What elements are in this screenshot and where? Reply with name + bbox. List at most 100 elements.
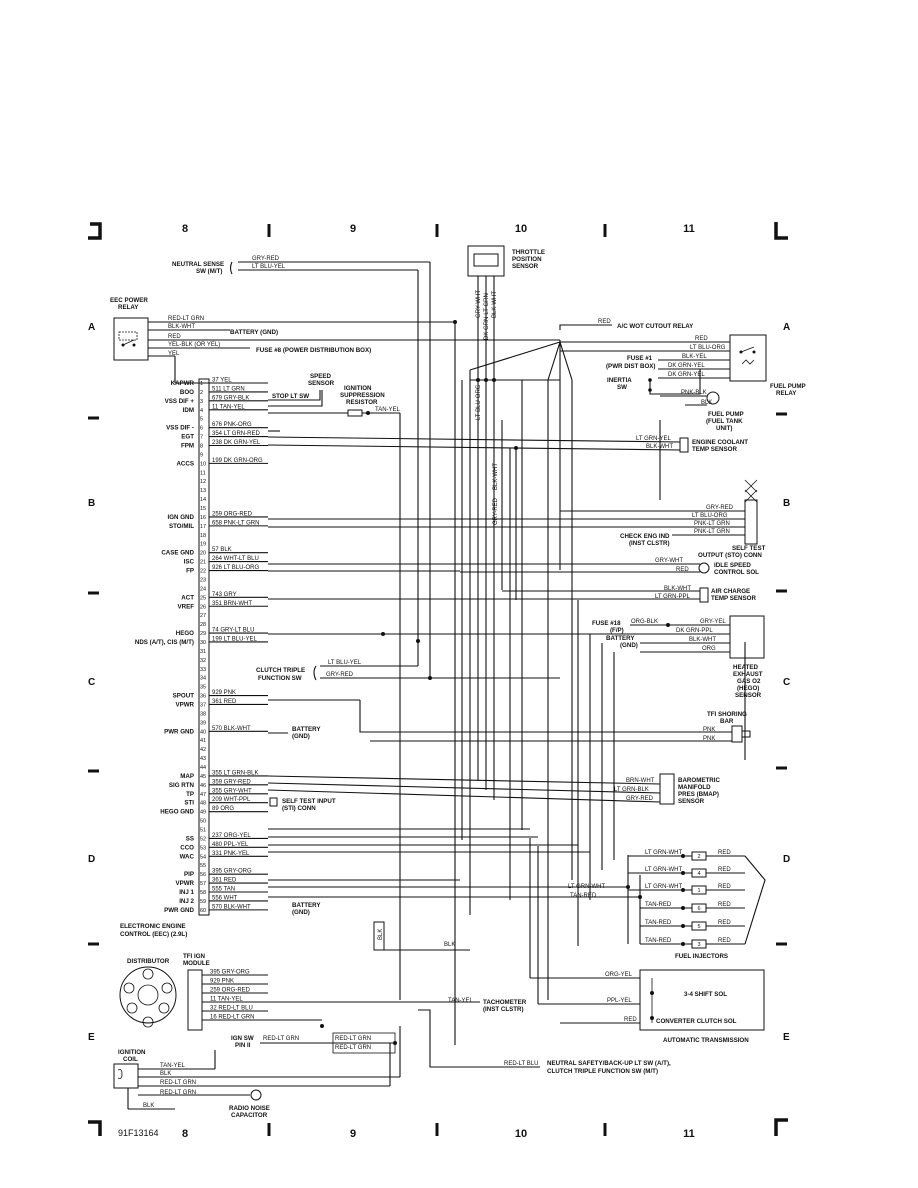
blk-ground-run: BLK BLK xyxy=(373,921,470,951)
distributor-wire-label: 395 GRY-ORG xyxy=(210,970,250,976)
eec-pin-row: 32 xyxy=(200,658,206,664)
svg-text:(PWR DIST BOX): (PWR DIST BOX) xyxy=(606,363,656,370)
eec-pin-number: 57 xyxy=(200,881,206,887)
speed-sensor-group: SPEED SENSOR IGNITION SUPPRESSION RESIST… xyxy=(268,373,401,1000)
eec-pin-row: 38 xyxy=(200,711,206,717)
svg-text:COIL: COIL xyxy=(123,1056,138,1063)
eec-pin-number: 36 xyxy=(200,694,206,700)
eec-pin-signal: VPWR xyxy=(175,701,194,708)
eec-pin-signal: FP xyxy=(186,568,194,575)
row-label: A xyxy=(783,322,790,333)
svg-text:GRY-RED: GRY-RED xyxy=(493,497,499,525)
vertical-wire-lanes xyxy=(268,380,746,946)
svg-text:GAS O2: GAS O2 xyxy=(737,678,761,685)
injector-return-label: RED xyxy=(718,867,731,873)
distributor-wire-label: 16 RED-LT GRN xyxy=(210,1015,254,1021)
svg-text:TFI IGN: TFI IGN xyxy=(183,953,206,960)
injector: LT GRN-WHT 4 RED xyxy=(628,867,745,878)
column-label: 10 xyxy=(515,223,527,235)
eec-pin-number: 3 xyxy=(200,399,203,405)
column-label: 9 xyxy=(350,1128,356,1140)
svg-text:SENSOR: SENSOR xyxy=(678,798,705,805)
injector-number: 6 xyxy=(697,906,700,912)
column-label: 9 xyxy=(350,223,356,235)
eec-pin-number: 8 xyxy=(200,444,203,450)
eec-pin-wire-label: 237 ORG-YEL xyxy=(212,833,251,839)
eec-pin-wire-label: 480 PPL-YEL xyxy=(212,842,249,848)
injector-feed-label: TAN-RED xyxy=(645,902,672,908)
ignition-coil: IGNITION COIL TAN-YEL BLK RED-LT GRN RED… xyxy=(113,1026,401,1119)
row-markers: A A B B C C D D E E xyxy=(88,322,790,1043)
eec-pin-signal: MAP xyxy=(180,773,194,780)
svg-text:BLK: BLK xyxy=(143,1103,154,1109)
svg-text:SELF TEST: SELF TEST xyxy=(732,545,766,552)
eec-pin-row: 41 xyxy=(200,738,206,744)
svg-text:SUPPRESSION: SUPPRESSION xyxy=(340,392,385,399)
eec-pin-number: 2 xyxy=(200,390,203,396)
figure-id: 91F13164 xyxy=(118,1128,159,1138)
eec-pin-signal: ISC xyxy=(184,559,195,566)
eec-pin-number: 21 xyxy=(200,560,206,566)
eec-pin-row: 12 xyxy=(200,479,206,485)
eec-pin-number: 47 xyxy=(200,792,206,798)
eec-pin-number: 28 xyxy=(200,622,206,628)
svg-text:FUEL PUMP: FUEL PUMP xyxy=(770,383,806,390)
svg-text:AUTOMATIC TRANSMISSION: AUTOMATIC TRANSMISSION xyxy=(663,1037,749,1044)
eec-pin-row: 13 xyxy=(200,488,206,494)
eec-pin-row: 50 xyxy=(200,819,206,825)
svg-text:(F/P): (F/P) xyxy=(610,627,624,634)
svg-text:RED-LT GRN: RED-LT GRN xyxy=(263,1036,299,1042)
eec-pin-number: 7 xyxy=(200,435,203,441)
row-label: D xyxy=(88,854,95,865)
svg-text:TFI SHORING: TFI SHORING xyxy=(707,711,747,718)
eec-pin-row: 11 xyxy=(200,470,206,476)
svg-text:PPL-YEL: PPL-YEL xyxy=(607,998,632,1004)
svg-text:SW (M/T): SW (M/T) xyxy=(196,268,222,275)
eec-pin-wire-label: 74 GRY-LT BLU xyxy=(212,628,254,634)
injector-number: 4 xyxy=(697,871,700,877)
hego-sensor: FUSE #18 (F/P) ORG-BLK GRY-YEL DK GRN-PP… xyxy=(268,615,765,699)
eec-pin-signal: IDM xyxy=(183,407,194,414)
distributor-wire-label: 929 PNK xyxy=(210,979,234,985)
svg-text:GRY-RED: GRY-RED xyxy=(626,796,654,802)
svg-text:BATTERY: BATTERY xyxy=(606,635,635,642)
column-label: 8 xyxy=(182,223,188,235)
svg-text:RED-LT GRN: RED-LT GRN xyxy=(335,1045,371,1051)
svg-text:BLK-WHT: BLK-WHT xyxy=(689,637,716,643)
eec-pin-row: 34 xyxy=(200,676,206,682)
eec-pin-number: 60 xyxy=(200,908,206,914)
svg-text:BAROMETRIC: BAROMETRIC xyxy=(678,777,720,784)
injector-feed-label: LT GRN-WHT xyxy=(645,867,682,873)
svg-text:RED: RED xyxy=(624,1017,637,1023)
eec-pin-number: 35 xyxy=(200,685,206,691)
eec-pin-number: 19 xyxy=(200,542,206,548)
eec-pin-wire-label: 331 PNK-YEL xyxy=(212,851,250,857)
eec-pin-number: 29 xyxy=(200,631,206,637)
eec-pin-number: 9 xyxy=(200,452,203,458)
injector-return-label: RED xyxy=(718,938,731,944)
eec-pin-number: 37 xyxy=(200,702,206,708)
svg-text:LT BLU-YEL: LT BLU-YEL xyxy=(252,264,286,270)
column-label: 8 xyxy=(182,1128,188,1140)
eec-pin-signal: PWR GND xyxy=(164,728,194,735)
svg-text:GRY-RED: GRY-RED xyxy=(252,256,280,262)
svg-text:PIN II: PIN II xyxy=(235,1042,251,1049)
eec-pin-number: 30 xyxy=(200,640,206,646)
svg-text:(HEGO): (HEGO) xyxy=(737,685,759,692)
injector-return-label: RED xyxy=(718,920,731,926)
svg-text:RED: RED xyxy=(168,334,181,340)
eec-pin-signal: TP xyxy=(186,791,194,798)
